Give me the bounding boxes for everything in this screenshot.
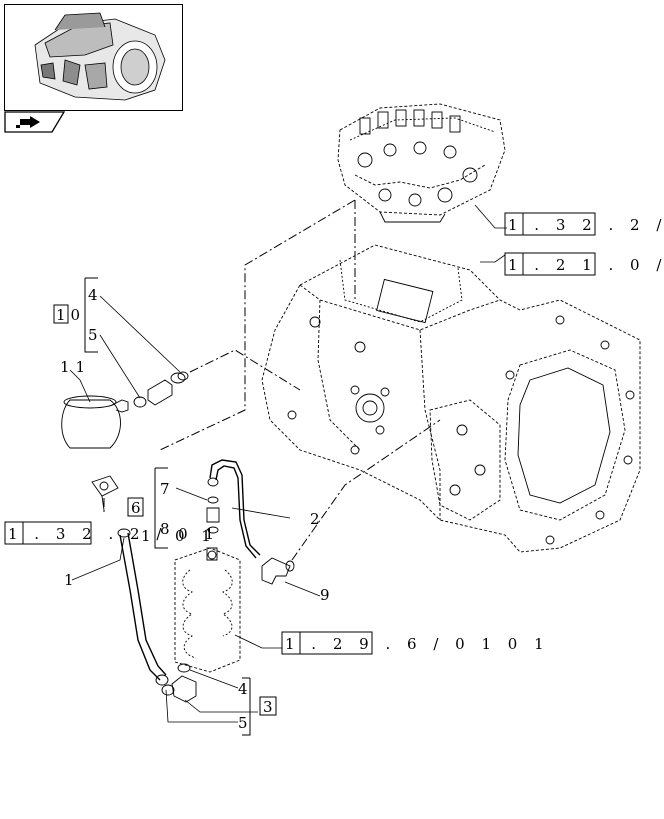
ref-label-left: 1 . 3 2 . 2 / 0 1: [8, 525, 220, 543]
control-valve-assembly: [337, 103, 506, 223]
ref-label-housing: 1 . 2 1 . 0 / 0 1: [508, 256, 664, 274]
callout-1: 1: [64, 571, 74, 589]
ref-box-top-valve[interactable]: 1 . 3 2 . 2 / 0 1: [504, 212, 664, 236]
callout-2: 2: [310, 510, 320, 528]
ref-box-distributor[interactable]: 1 . 2 9 . 6 / 0 1 0 1: [281, 631, 550, 655]
elbow-fitting-part-9: [261, 557, 295, 585]
callout-4-lower: 4: [238, 680, 248, 698]
accumulator-part-11: [61, 395, 129, 449]
callout-01: 0 1: [175, 527, 217, 545]
ref-box-housing[interactable]: 1 . 2 1 . 0 / 0 1: [504, 252, 664, 276]
callout-9: 9: [320, 586, 330, 604]
next-page-arrow-icon: [4, 111, 66, 133]
fitting-parts-6-7-8: [206, 496, 220, 534]
thumbnail-transmission-image: [34, 12, 166, 101]
tee-fitting: [91, 475, 119, 511]
distributor-block: [174, 547, 241, 673]
fitting-assembly-part-3: [161, 663, 197, 703]
callout-8: 8: [160, 520, 170, 538]
svg-text:6: 6: [131, 499, 141, 517]
callout-11: 11: [60, 358, 91, 376]
pipe-part-1: [117, 528, 169, 686]
svg-text:3: 3: [263, 698, 273, 716]
callout-6: 6: [127, 497, 144, 517]
overview-thumbnail: [4, 4, 183, 111]
callout-brackets: [84, 277, 251, 736]
callout-7: 7: [160, 480, 170, 498]
routing-lines: [103, 199, 441, 561]
svg-text:10: 10: [56, 306, 85, 324]
callout-1-right-of-box: 1: [141, 527, 151, 545]
next-page-button[interactable]: [4, 111, 66, 133]
callout-4-upper: 4: [88, 286, 98, 304]
callout-3: 3: [259, 696, 277, 716]
fitting-part-5-upper: [133, 371, 189, 408]
callout-5-upper: 5: [88, 326, 98, 344]
ref-label-top-valve: 1 . 3 2 . 2 / 0 1: [508, 216, 664, 234]
ref-box-left[interactable]: 1 . 3 2 . 2 / 0 1: [4, 521, 220, 545]
callout-5-lower: 5: [238, 714, 248, 732]
leader-lines: [69, 204, 507, 723]
ref-label-distributor: 1 . 2 9 . 6 / 0 1 0 1: [285, 635, 550, 653]
pipe-part-2: [207, 459, 261, 559]
callout-10: 10: [53, 304, 85, 324]
transmission-housing: [261, 244, 641, 553]
